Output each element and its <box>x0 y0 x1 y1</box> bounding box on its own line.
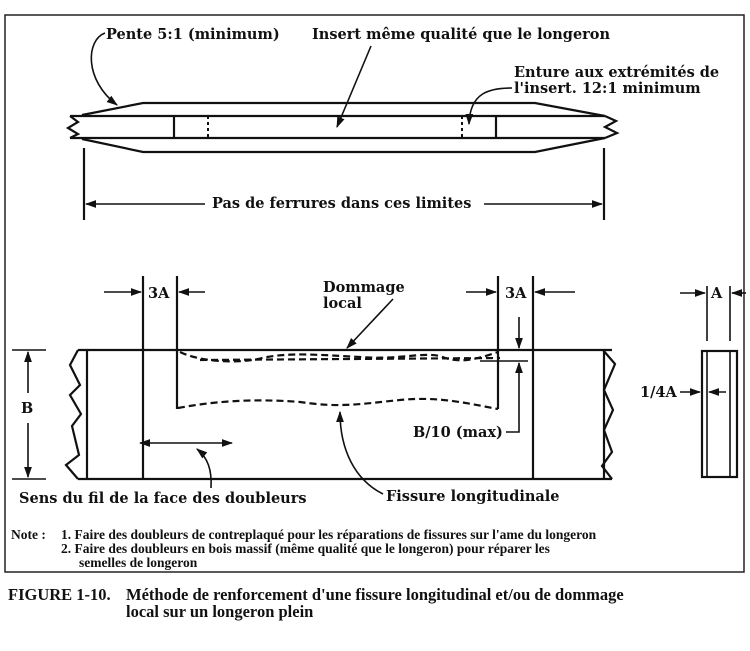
top-view: Pente 5:1 (minimum) Insert même qualité … <box>65 26 719 220</box>
crack-leader-arrow <box>336 410 384 495</box>
crack-label: Fissure longitudinale <box>386 488 560 505</box>
note-item-2-continued: semelles de longeron <box>79 555 198 570</box>
break-line-right <box>602 114 620 140</box>
local-damage-leader-arrow <box>346 298 394 349</box>
no-fittings-label: Pas de ferrures dans ces limites <box>212 195 471 212</box>
dim-b10-label: B/10 (max) <box>413 424 503 441</box>
break-line-left <box>65 115 81 139</box>
figure-caption: FIGURE 1-10. Méthode de renforcement d'u… <box>8 585 624 621</box>
scarf-label-line1: Enture aux extrémités de <box>514 64 719 81</box>
dim-a-label: A <box>710 285 723 302</box>
grain-direction-label: Sens du fil de la face des doubleurs <box>19 490 307 507</box>
dim-3a-right-label: 3A <box>505 285 527 302</box>
dim-3a-left-label: 3A <box>148 285 170 302</box>
scarf-label-line2: l'insert. 12:1 minimum <box>514 80 701 97</box>
local-damage-label-line2: local <box>323 295 362 312</box>
dim-b-label: B <box>21 400 33 417</box>
note-item-1: 1. Faire des doubleurs de contreplaqué p… <box>61 527 597 542</box>
dim-b10-arrow-up <box>506 361 523 433</box>
section-outline <box>700 349 739 479</box>
break-line-left <box>64 349 83 480</box>
caption-line-1: Méthode de renforcement d'une fissure lo… <box>126 585 624 604</box>
grain-leader-arrow <box>196 448 212 489</box>
insert-label: Insert même qualité que le longeron <box>312 26 610 43</box>
longitudinal-crack-line <box>177 397 499 411</box>
notes-prefix: Note : <box>11 527 46 542</box>
side-view: 3A 3A Dommage local B B/10 (max) Sens du… <box>12 276 617 507</box>
slope-leader-arrow <box>90 32 118 106</box>
dim-quarter-a-label: 1/4A <box>640 384 677 401</box>
local-damage-depth-line <box>199 356 501 362</box>
scarf-leader-arrow <box>465 87 513 126</box>
section-view: A 1/4A <box>640 285 746 479</box>
slope-label: Pente 5:1 (minimum) <box>106 26 280 43</box>
local-damage-outline <box>179 350 499 363</box>
caption-number: FIGURE 1-10. <box>8 585 111 604</box>
insert-leader-arrow <box>336 45 372 129</box>
note-item-2: 2. Faire des doubleurs en bois massif (m… <box>61 541 550 556</box>
caption-line-2: local sur un longeron plein <box>126 602 313 621</box>
doubler-top-outline <box>81 101 606 118</box>
notes-block: Note : 1. Faire des doubleurs de contrep… <box>11 527 597 570</box>
doubler-bottom-outline <box>81 136 606 154</box>
local-damage-label-line1: Dommage <box>323 279 405 296</box>
